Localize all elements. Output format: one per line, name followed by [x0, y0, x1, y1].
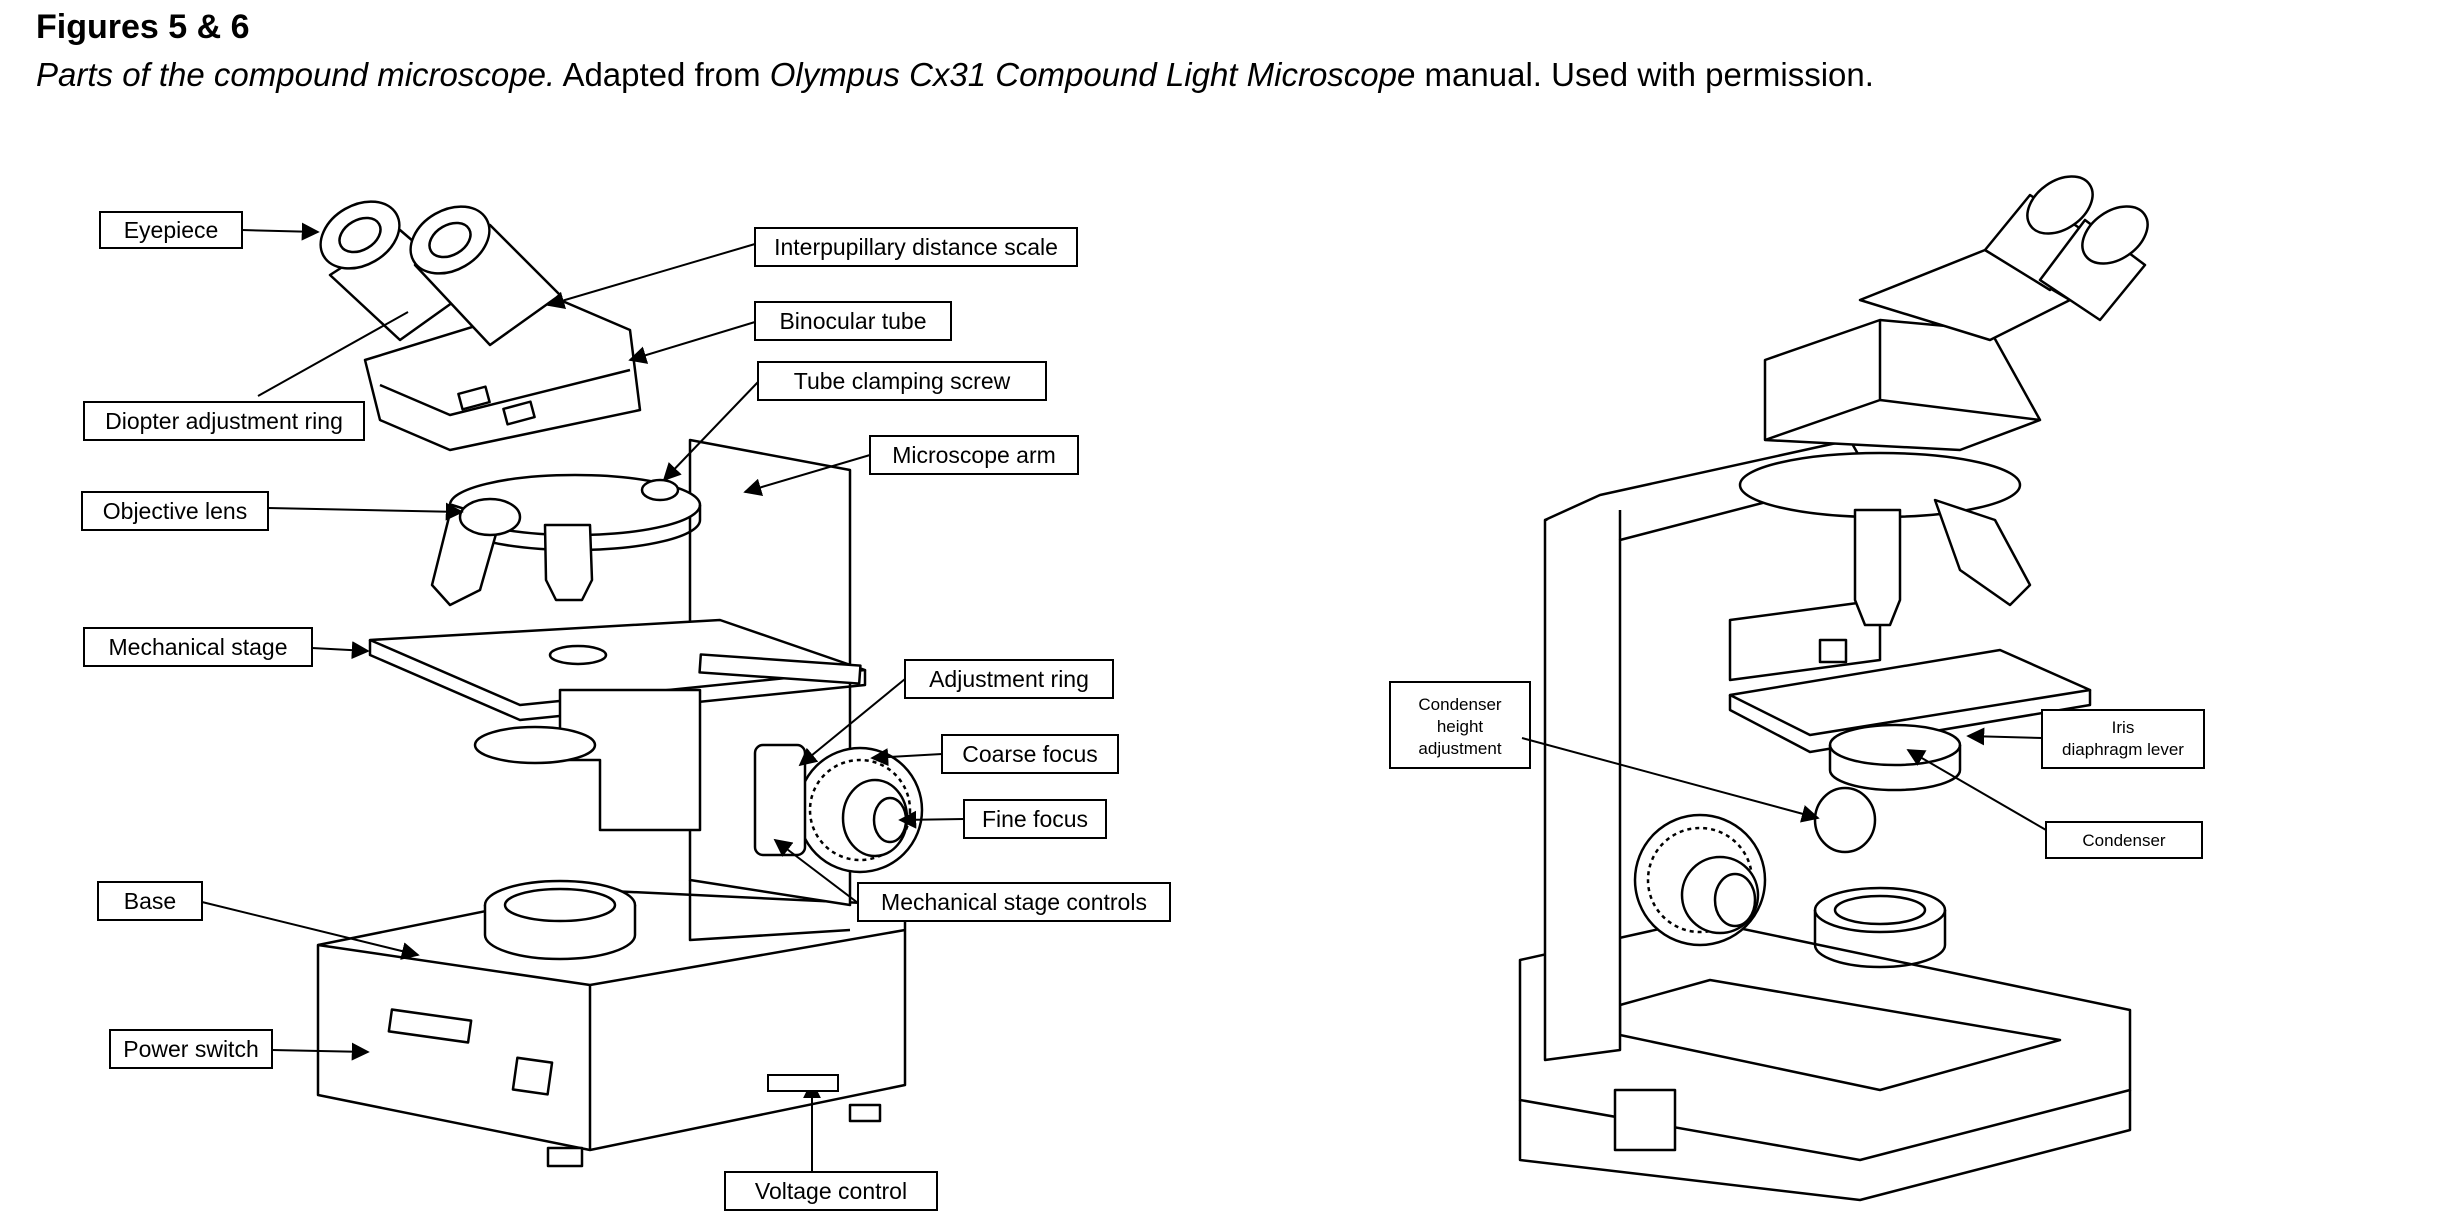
label-condenser-height-line1: Condenser — [1418, 695, 1502, 714]
label-adjustment-ring: Adjustment ring — [929, 666, 1089, 692]
caption-italic-1: Parts of the compound microscope. — [36, 56, 556, 93]
label-mechanical-stage: Mechanical stage — [109, 634, 288, 660]
left-labels — [81, 211, 1171, 1211]
right-label-texts: Condenser height adjustment Iris diaphra… — [1418, 695, 2184, 850]
label-base: Base — [124, 888, 176, 914]
label-interpupillary: Interpupillary distance scale — [774, 234, 1058, 260]
label-tube-clamping-screw: Tube clamping screw — [794, 368, 1011, 394]
label-binocular-tube: Binocular tube — [779, 308, 926, 334]
label-iris-line1: Iris — [2112, 718, 2135, 737]
microscope-left-drawing — [316, 200, 924, 1168]
right-labels — [1389, 681, 2205, 859]
label-microscope-arm: Microscope arm — [892, 442, 1056, 468]
label-coarse-focus: Coarse focus — [962, 741, 1098, 767]
label-condenser-height-line2: height — [1437, 717, 1484, 736]
label-condenser: Condenser — [2082, 831, 2166, 850]
label-fine-focus: Fine focus — [982, 806, 1088, 832]
label-voltage-control: Voltage control — [755, 1178, 907, 1204]
label-objective-lens: Objective lens — [103, 498, 247, 524]
label-condenser-height-line3: adjustment — [1418, 739, 1501, 758]
label-mechanical-stage-controls: Mechanical stage controls — [881, 889, 1147, 915]
figure-caption: Parts of the compound microscope. Adapte… — [36, 56, 1874, 94]
label-eyepiece: Eyepiece — [124, 217, 219, 243]
caption-plain-1: Adapted from — [555, 56, 770, 93]
label-diopter-adjustment-ring: Diopter adjustment ring — [105, 408, 343, 434]
label-iris-line2: diaphragm lever — [2062, 740, 2184, 759]
caption-plain-2: manual. Used with permission. — [1415, 56, 1874, 93]
figure-title: Figures 5 & 6 — [36, 8, 250, 46]
left-label-texts: Eyepiece Interpupillary distance scale B… — [103, 217, 1147, 1204]
microscope-right-drawing — [1518, 175, 2149, 1202]
label-power-switch: Power switch — [123, 1036, 258, 1062]
caption-italic-2: Olympus Cx31 Compound Light Microscope — [769, 56, 1416, 93]
